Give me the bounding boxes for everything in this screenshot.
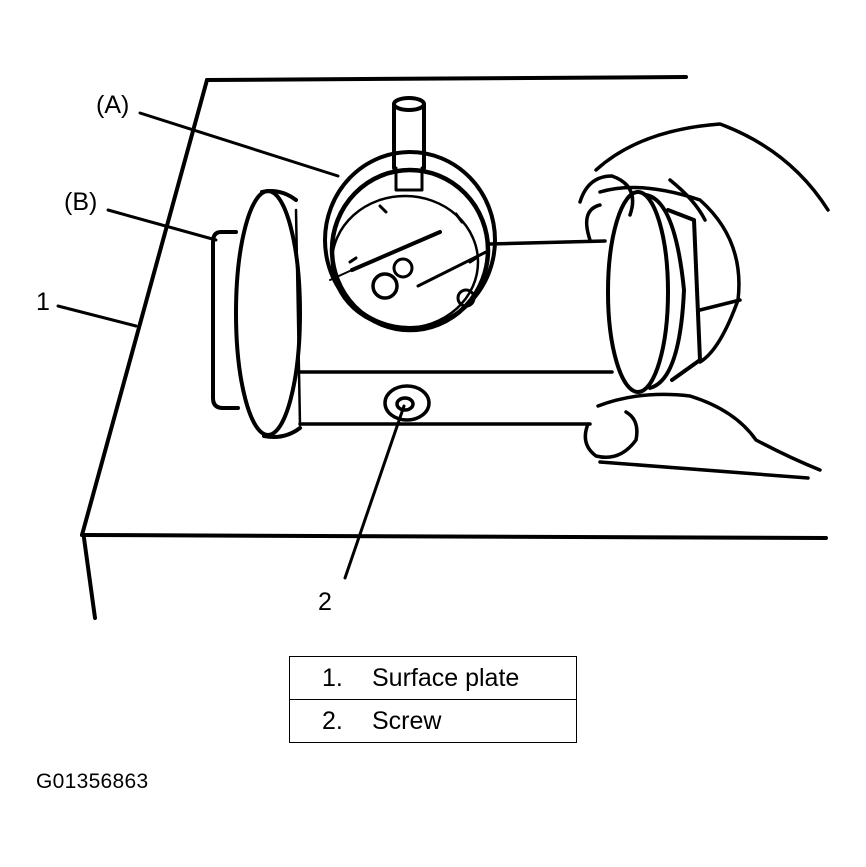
leader-lines bbox=[56, 111, 406, 580]
surface-plate bbox=[80, 75, 828, 620]
screw bbox=[383, 384, 431, 422]
legend-number: 2. bbox=[322, 706, 343, 735]
legend-cell: 1. Surface plate bbox=[289, 656, 577, 700]
legend-label: Screw bbox=[372, 706, 442, 735]
gauge-body bbox=[298, 239, 614, 426]
hand bbox=[578, 122, 830, 480]
legend-table: 1. Surface plate 2. Screw bbox=[289, 656, 577, 743]
callout-a: (A) bbox=[96, 91, 130, 119]
callout-1: 1 bbox=[36, 288, 50, 316]
legend-label: Surface plate bbox=[372, 663, 520, 692]
legend-row: 1. Surface plate bbox=[289, 656, 577, 700]
legend-row: 2. Screw bbox=[289, 699, 577, 743]
right-end-disc bbox=[606, 190, 702, 394]
legend-number: 1. bbox=[322, 663, 343, 692]
callout-b: (B) bbox=[64, 188, 98, 216]
legend-cell: 2. Screw bbox=[289, 699, 577, 743]
figure-id: G01356863 bbox=[36, 770, 149, 793]
callout-2: 2 bbox=[318, 588, 332, 616]
dial-indicator bbox=[323, 96, 497, 333]
left-end-disc bbox=[211, 189, 302, 439]
